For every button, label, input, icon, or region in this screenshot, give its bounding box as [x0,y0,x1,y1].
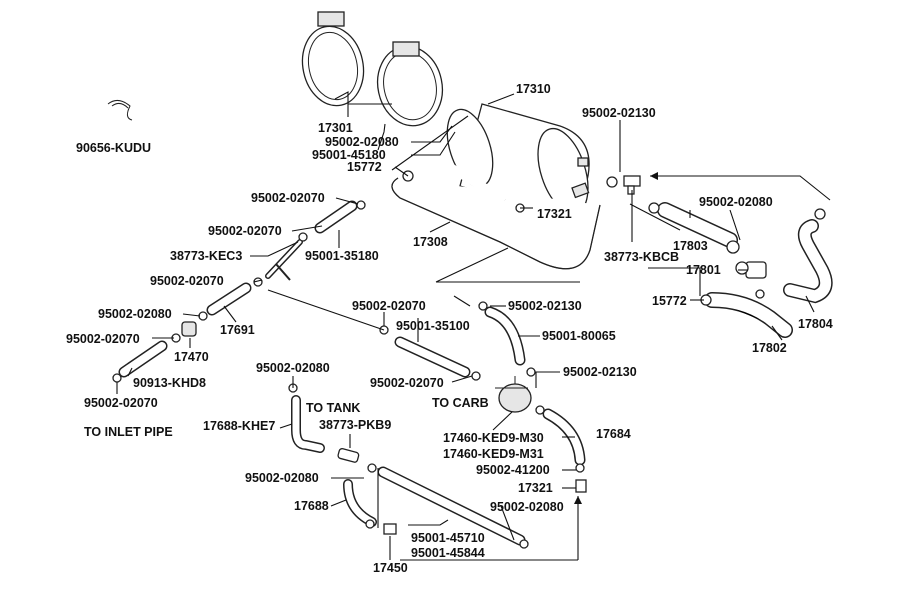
label-38773-pkb9: 38773-PKB9 [319,418,391,432]
hose-17684 [542,408,586,466]
label-17321-a: 17321 [537,207,572,221]
part-labels: 90656-KUDU 17301 17310 95002-02130 95002… [66,82,833,575]
label-95001-35100: 95001-35100 [396,319,470,333]
label-17460-ked9-m31: 17460-KED9-M31 [443,447,544,461]
label-17801: 17801 [686,263,721,277]
label-to-carb: TO CARB [432,396,489,410]
label-95002-02080-e: 95002-02080 [245,471,319,485]
label-95002-02080-c: 95002-02080 [98,307,172,321]
hose-95001-35180 [314,200,358,234]
hose-17691 [206,282,252,316]
clamp-band-left [301,11,365,107]
label-95001-45710: 95001-45710 [411,531,485,545]
label-90913-khd8: 90913-KHD8 [133,376,206,390]
clamp-band-right [376,41,444,127]
label-15772-a: 15772 [347,160,382,174]
label-95002-02070-a: 95002-02070 [251,191,325,205]
label-17470: 17470 [174,350,209,364]
label-95002-02070-b: 95002-02070 [208,224,282,238]
label-17803: 17803 [673,239,708,253]
hose-17688 [343,479,377,527]
label-15772-b: 15772 [652,294,687,308]
label-95002-02070-c: 95002-02070 [150,274,224,288]
label-17460-ked9-m30: 17460-KED9-M30 [443,431,544,445]
label-17804: 17804 [798,317,833,331]
label-17691: 17691 [220,323,255,337]
label-95002-02080-b: 95002-02080 [699,195,773,209]
t-joint-38773-kec3 [265,239,303,281]
label-38773-kbcb: 38773-KBCB [604,250,679,264]
label-17310: 17310 [516,82,551,96]
fitting-17450 [383,523,397,535]
routing-lines [267,115,831,561]
label-17321-b: 17321 [518,481,553,495]
label-95001-45844: 95001-45844 [411,546,485,560]
label-95002-02130-mid: 95002-02130 [508,299,582,313]
spring-clip [107,100,133,121]
hose-17802 [704,292,793,338]
label-17301: 17301 [318,121,353,135]
hose-95001-80065 [484,306,526,366]
label-17688-khe7: 17688-KHE7 [203,419,275,433]
label-95002-02070-e: 95002-02070 [84,396,158,410]
hose-clips [112,170,826,549]
label-to-tank: TO TANK [306,401,360,415]
hose-17688-khe7 [291,395,325,453]
leader-lines [116,91,815,560]
valve-17460 [495,376,532,413]
label-17308: 17308 [413,235,448,249]
arrow-head-lower [574,496,582,504]
label-95002-41200: 95002-41200 [476,463,550,477]
label-95002-02130-low: 95002-02130 [563,365,637,379]
fitting-17801 [726,240,767,279]
hose-90913-khd8 [118,340,168,378]
arrow-head-tank [650,172,658,180]
hose-95001-45710 [377,466,526,546]
label-95002-02070-g: 95002-02070 [370,376,444,390]
hose-17803 [657,202,738,248]
label-95001-80065: 95001-80065 [542,329,616,343]
hose-95001-35100 [394,336,471,378]
label-17688: 17688 [294,499,329,513]
label-17684: 17684 [596,427,631,441]
label-95002-02080-f: 95002-02080 [256,361,330,375]
label-95001-45180: 95001-45180 [312,148,386,162]
fitting-17321-lower [575,479,587,493]
t-fitting-38773-kbcb [623,175,641,195]
filter-17470 [181,321,197,337]
label-95002-02080-a: 95002-02080 [325,135,399,149]
label-95001-35180: 95001-35180 [305,249,379,263]
label-95002-02080-d: 95002-02080 [490,500,564,514]
label-17450: 17450 [373,561,408,575]
label-17802: 17802 [752,341,787,355]
label-38773-kec3: 38773-KEC3 [170,249,242,263]
label-95002-02070-d: 95002-02070 [66,332,140,346]
hose-17804 [783,219,833,304]
label-95002-02070-f: 95002-02070 [352,299,426,313]
label-90656-kudu: 90656-KUDU [76,141,151,155]
joint-38773-pkb9 [337,448,360,463]
label-to-inlet-pipe: TO INLET PIPE [84,425,173,439]
label-95002-02130-top: 95002-02130 [582,106,656,120]
